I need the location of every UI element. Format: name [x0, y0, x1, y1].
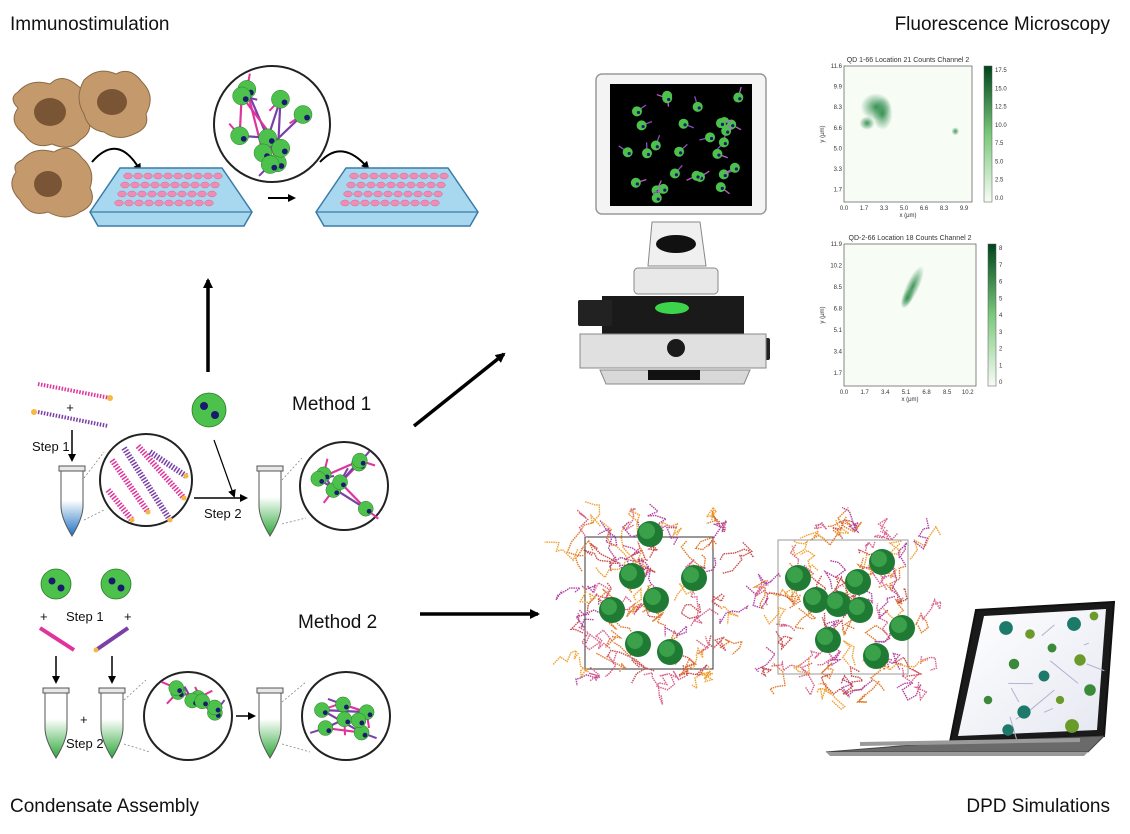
x-tick-label: 10.2 [962, 390, 974, 396]
nanoparticle-b-method2 [101, 569, 131, 599]
x-tick-label: 8.3 [940, 206, 949, 212]
y-tick-label: 5.1 [834, 328, 843, 334]
y-tick-label: 9.9 [834, 85, 843, 91]
y-tick-label: 8.5 [834, 285, 843, 291]
y-tick-label: 6.8 [834, 307, 843, 313]
colorbar-tick-label: 7.5 [995, 141, 1004, 147]
x-tick-label: 5.0 [900, 206, 909, 212]
plus-c-method2: + [80, 712, 88, 727]
arrow-network-to-plate [320, 151, 368, 168]
plus-b-method2: + [124, 609, 132, 624]
nanoparticle-method1 [192, 393, 226, 427]
colorbar-tick-label: 8 [999, 246, 1003, 252]
y-tick-label: 6.6 [834, 126, 843, 132]
plus-sign-method1: + [66, 400, 74, 415]
plot-title: QD 1-66 Location 21 Counts Channel 2 [847, 57, 970, 64]
colorbar [988, 244, 996, 386]
x-tick-label: 6.6 [920, 206, 929, 212]
colorbar-tick-label: 1 [999, 363, 1003, 369]
well-plate-2 [316, 168, 478, 226]
x-axis-label: x (μm) [899, 213, 916, 219]
plot-title: QD-2-66 Location 18 Counts Channel 2 [849, 235, 972, 242]
x-tick-label: 1.7 [860, 206, 869, 212]
nanoparticle-a-method2 [41, 569, 71, 599]
colorbar [984, 66, 992, 202]
colorbar-tick-label: 2 [999, 347, 1003, 353]
colorbar-tick-label: 6 [999, 280, 1003, 286]
condensate-zoom-method2-b [302, 672, 390, 760]
colorbar-tick-label: 5 [999, 296, 1003, 302]
y-tick-label: 10.2 [830, 264, 842, 270]
x-axis-label: x (μm) [901, 397, 918, 403]
y-tick-label: 1.7 [834, 188, 843, 194]
tube-blue [59, 466, 85, 536]
simulation-box-1 [545, 502, 753, 705]
y-tick-label: 11.9 [831, 242, 843, 248]
x-tick-label: 0.0 [840, 390, 849, 396]
tube-green-method1 [257, 466, 283, 536]
step1-label-method1: Step 1 [32, 439, 70, 454]
y-axis-label: y (μm) [820, 125, 826, 142]
microscope-monitor [596, 74, 766, 214]
linker-pink-method2 [40, 628, 74, 650]
x-tick-label: 1.7 [860, 390, 869, 396]
plus-a-method2: + [40, 609, 48, 624]
microscope [578, 222, 770, 384]
x-tick-label: 9.9 [960, 206, 969, 212]
simulation-box-2 [746, 507, 941, 709]
colorbar-tick-label: 0 [999, 380, 1003, 386]
linker-purple-method2 [96, 628, 128, 650]
y-tick-label: 1.7 [834, 371, 843, 377]
y-tick-label: 11.6 [831, 64, 843, 70]
heatmap-plot-2: QD-2-66 Location 18 Counts Channel 2 0.0 1… [820, 235, 1003, 403]
step2-label-method1: Step 2 [204, 506, 242, 521]
colorbar-tick-label: 5.0 [995, 159, 1004, 165]
colorbar-tick-label: 7 [999, 263, 1003, 269]
arrow-cells-to-plate [92, 149, 140, 170]
colorbar-tick-label: 17.5 [995, 68, 1007, 74]
laptop [826, 602, 1114, 756]
tube-green-c-method2 [257, 688, 283, 758]
linker-duplex-zoom [100, 434, 192, 526]
colorbar-tick-label: 0.0 [995, 196, 1004, 202]
colorbar-tick-label: 3 [999, 330, 1003, 336]
condensate-zoom-method1 [300, 442, 388, 530]
y-tick-label: 3.4 [834, 350, 843, 356]
well-plate-1 [90, 168, 252, 226]
colorbar-tick-label: 10.0 [995, 123, 1007, 129]
x-tick-label: 6.8 [922, 390, 931, 396]
x-tick-label: 0.0 [840, 206, 849, 212]
colorbar-tick-label: 12.5 [995, 105, 1007, 111]
heatmap-plot-1: QD 1-66 Location 21 Counts Channel 2 0.0 1… [820, 57, 1007, 219]
y-axis-label: y (μm) [820, 306, 826, 323]
x-tick-label: 8.5 [943, 390, 952, 396]
colorbar-tick-label: 15.0 [995, 86, 1007, 92]
x-tick-label: 5.1 [902, 390, 911, 396]
colorbar-tick-label: 2.5 [995, 178, 1004, 184]
y-tick-label: 5.0 [834, 146, 843, 152]
step1-label-method2: Step 1 [66, 609, 104, 624]
nanoparticle-network-zoom [214, 66, 330, 182]
x-tick-label: 3.3 [880, 206, 889, 212]
arrow-to-microscopy [414, 354, 504, 426]
colorbar-tick-label: 4 [999, 313, 1003, 319]
x-tick-label: 3.4 [881, 390, 890, 396]
y-tick-label: 8.3 [834, 105, 843, 111]
condensate-zoom-method2-a [144, 672, 232, 760]
y-tick-label: 3.3 [834, 167, 843, 173]
step2-label-method2: Step 2 [66, 736, 104, 751]
